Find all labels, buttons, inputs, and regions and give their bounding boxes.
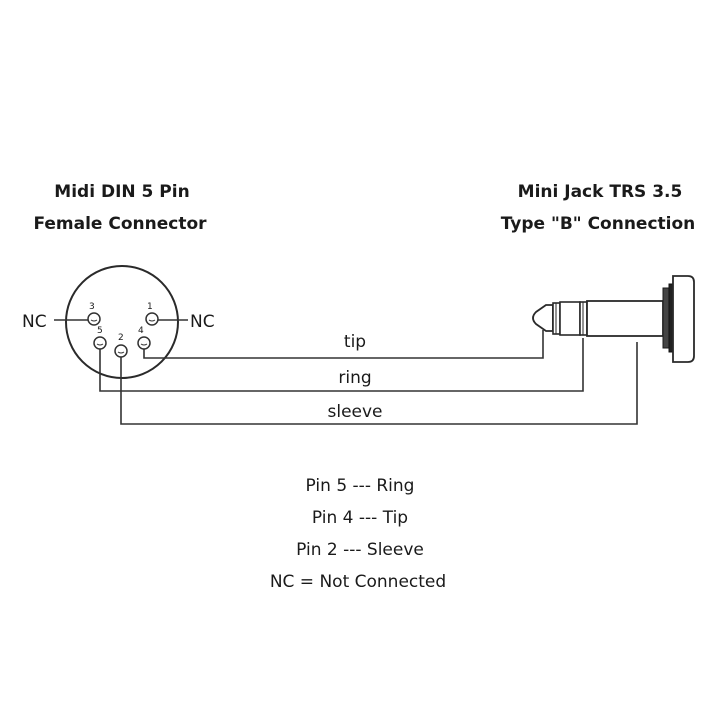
din-pin-4	[137, 336, 151, 350]
tip-label: tip	[344, 332, 366, 352]
din-pin-1	[145, 312, 159, 326]
din-title-line2: Female Connector	[33, 214, 207, 234]
din-pin-5	[93, 336, 107, 350]
din-pin-5-label: 5	[97, 326, 103, 336]
din-connector-body	[65, 265, 179, 379]
din-title-line1: Midi DIN 5 Pin	[54, 182, 189, 202]
trs-jack-plug	[532, 275, 695, 363]
tip-wire	[143, 330, 544, 359]
legend-pin2: Pin 2 --- Sleeve	[296, 540, 424, 560]
ring-label: ring	[338, 368, 371, 388]
din-pin-1-label: 1	[147, 302, 153, 312]
legend-nc: NC = Not Connected	[270, 572, 446, 592]
legend-pin4: Pin 4 --- Tip	[312, 508, 408, 528]
jack-title-line2: Type "B" Connection	[501, 214, 696, 234]
nc-right-label: NC	[190, 312, 215, 332]
sleeve-wire	[120, 342, 638, 425]
ring-wire	[99, 338, 584, 392]
sleeve-label: sleeve	[327, 402, 382, 422]
din-pin-2-label: 2	[118, 333, 124, 343]
jack-title-line1: Mini Jack TRS 3.5	[518, 182, 683, 202]
legend-pin5: Pin 5 --- Ring	[306, 476, 415, 496]
din-pin-2	[114, 344, 128, 358]
nc-left-label: NC	[22, 312, 47, 332]
din-pin-3-label: 3	[89, 302, 95, 312]
din-pin-3	[87, 312, 101, 326]
din-pin-4-label: 4	[138, 326, 144, 336]
